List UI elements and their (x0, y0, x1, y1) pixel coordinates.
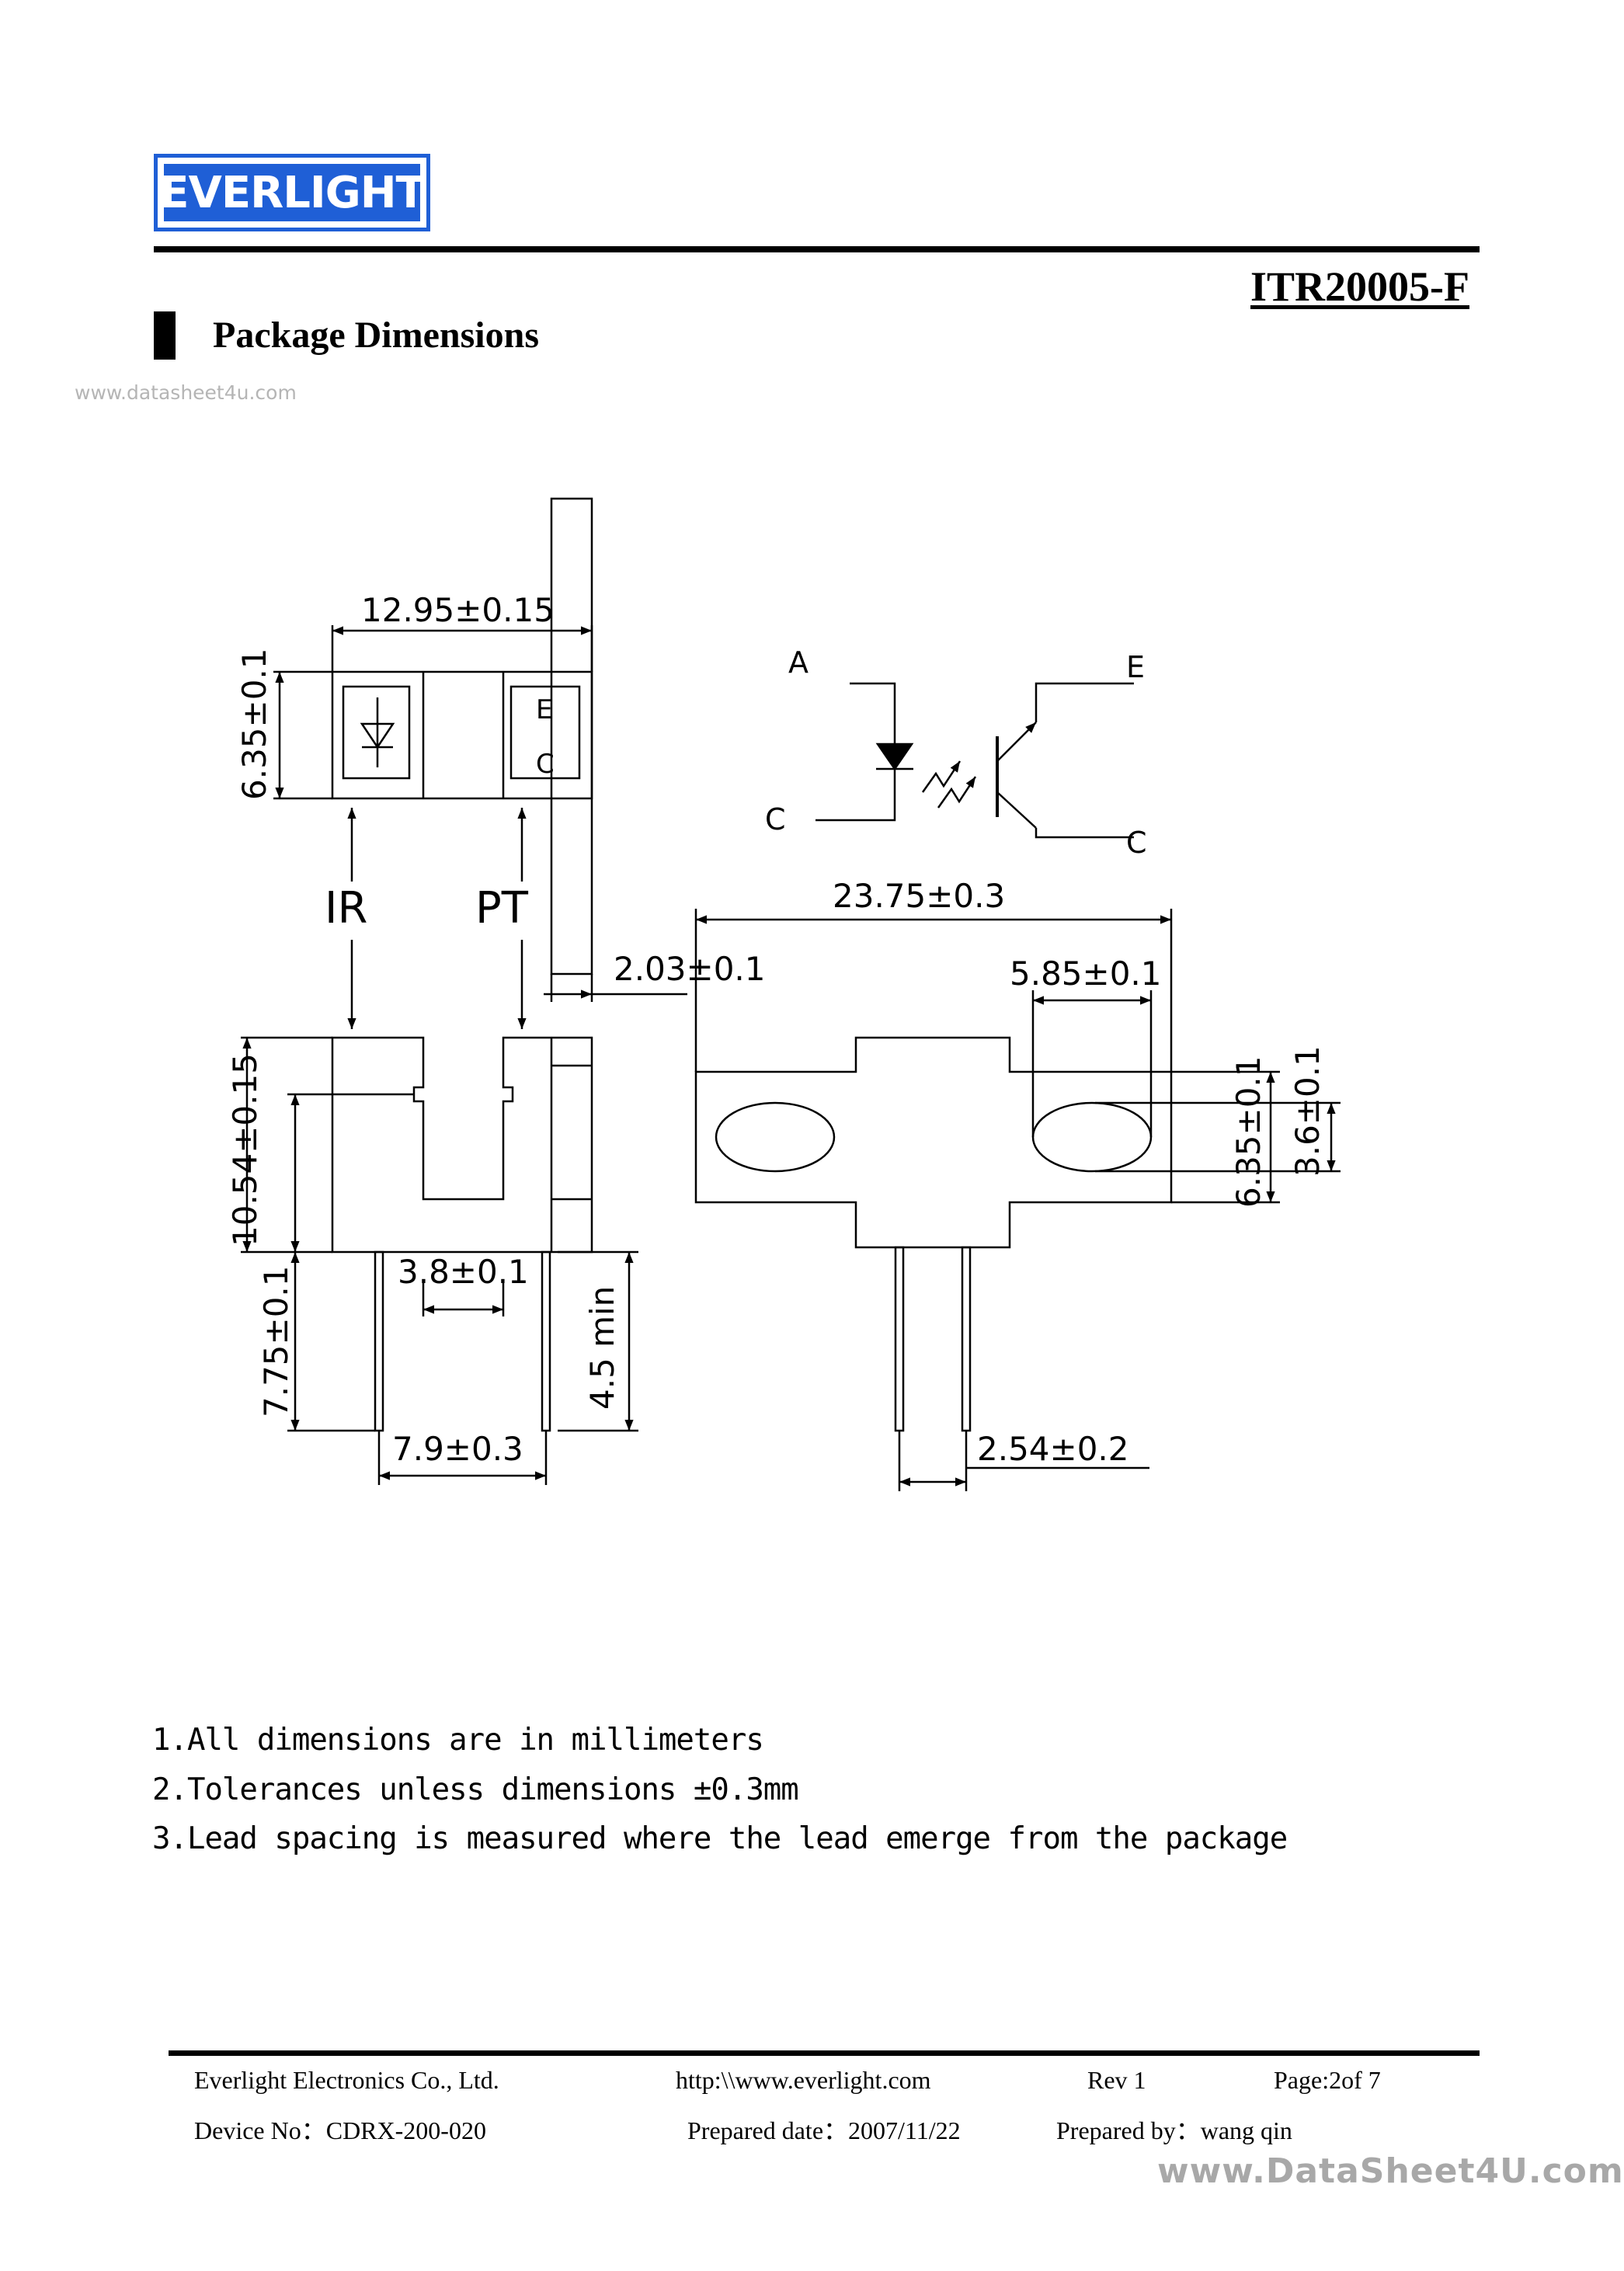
dim-total-height-label: 10.54±0.15 (226, 1053, 264, 1247)
front-body (331, 1036, 593, 1254)
schematic-c-left-label: C (765, 802, 786, 836)
thickness-dim (544, 974, 687, 1002)
note-2: 2.Tolerances unless dimensions ±0.3mm (152, 1772, 799, 1807)
dim-lead-min-label: 4.5 min (583, 1286, 621, 1410)
watermark-top: www.datasheet4u.com (75, 381, 297, 404)
lead-right (541, 1250, 551, 1432)
pt-window (509, 685, 581, 780)
side-lead-right (961, 1246, 972, 1432)
footer-rev: Rev 1 (1087, 2066, 1146, 2094)
dim-lead-pitch-label: 7.9±0.3 (392, 1430, 523, 1468)
side-view (694, 909, 1341, 1491)
note-1: 1.All dimensions are in millimeters (152, 1723, 764, 1758)
ir-window (342, 685, 411, 780)
dim-width-label: 12.95±0.15 (361, 591, 555, 629)
schematic-e-label: E (1126, 650, 1145, 684)
dim-pin-spacing-label: 2.54±0.2 (977, 1430, 1129, 1468)
note-3: 3.Lead spacing is measured where the lea… (152, 1821, 1288, 1856)
schematic (815, 682, 1134, 839)
pt-label: PT (475, 883, 529, 934)
top-body (331, 670, 593, 800)
top-view (273, 497, 593, 1029)
dim-overall-length-label: 23.75±0.3 (833, 877, 1005, 915)
footer-rule (169, 2050, 1480, 2056)
ir-label: IR (325, 883, 367, 934)
schematic-c-right-label: C (1126, 826, 1147, 860)
header-rule (154, 246, 1480, 252)
footer-device-no: Device No：CDRX-200-020 (194, 2116, 486, 2144)
mount-hole-right (1031, 1101, 1153, 1173)
side-lead-left (894, 1246, 905, 1432)
dim-lead-length-label: 7.75±0.1 (257, 1265, 295, 1417)
side-tab (550, 497, 593, 976)
side-body (694, 1036, 1173, 1249)
dim-hole-height-label: 3.6±0.1 (1288, 1045, 1327, 1177)
section-title: Package Dimensions (213, 315, 539, 356)
logo-text: EVERLIGHT (159, 164, 426, 221)
lead-left (374, 1250, 384, 1432)
everlight-logo: EVERLIGHT (154, 154, 430, 231)
footer-company: Everlight Electronics Co., Ltd. (194, 2066, 499, 2094)
diode-symbol (360, 697, 395, 767)
pin-e-label: E (536, 694, 552, 725)
mount-hole-left (715, 1101, 836, 1173)
dim-hole-width-label: 5.85±0.1 (1010, 955, 1162, 993)
dim-height-top-label: 6.35±0.1 (235, 648, 273, 800)
footer-page: Page:2of 7 (1274, 2066, 1381, 2094)
pin-c-label: C (536, 749, 555, 780)
dim-gap-label: 3.8±0.1 (398, 1253, 529, 1291)
watermark-bottom: www.DataSheet4U.com (1157, 2151, 1624, 2191)
footer-prepared-by: Prepared by：wang qin (1056, 2116, 1292, 2144)
schematic-a-label: A (788, 645, 809, 680)
part-number: ITR20005-F (1250, 263, 1469, 310)
section-marker (154, 311, 176, 360)
footer-website: http:\\www.everlight.com (676, 2066, 931, 2094)
footer-prepared-date: Prepared date：2007/11/22 (687, 2116, 961, 2144)
dim-thickness-label: 2.03±0.1 (614, 950, 766, 988)
front-view (241, 1036, 638, 1485)
dim-body-height-label: 6.35±0.1 (1229, 1056, 1268, 1208)
